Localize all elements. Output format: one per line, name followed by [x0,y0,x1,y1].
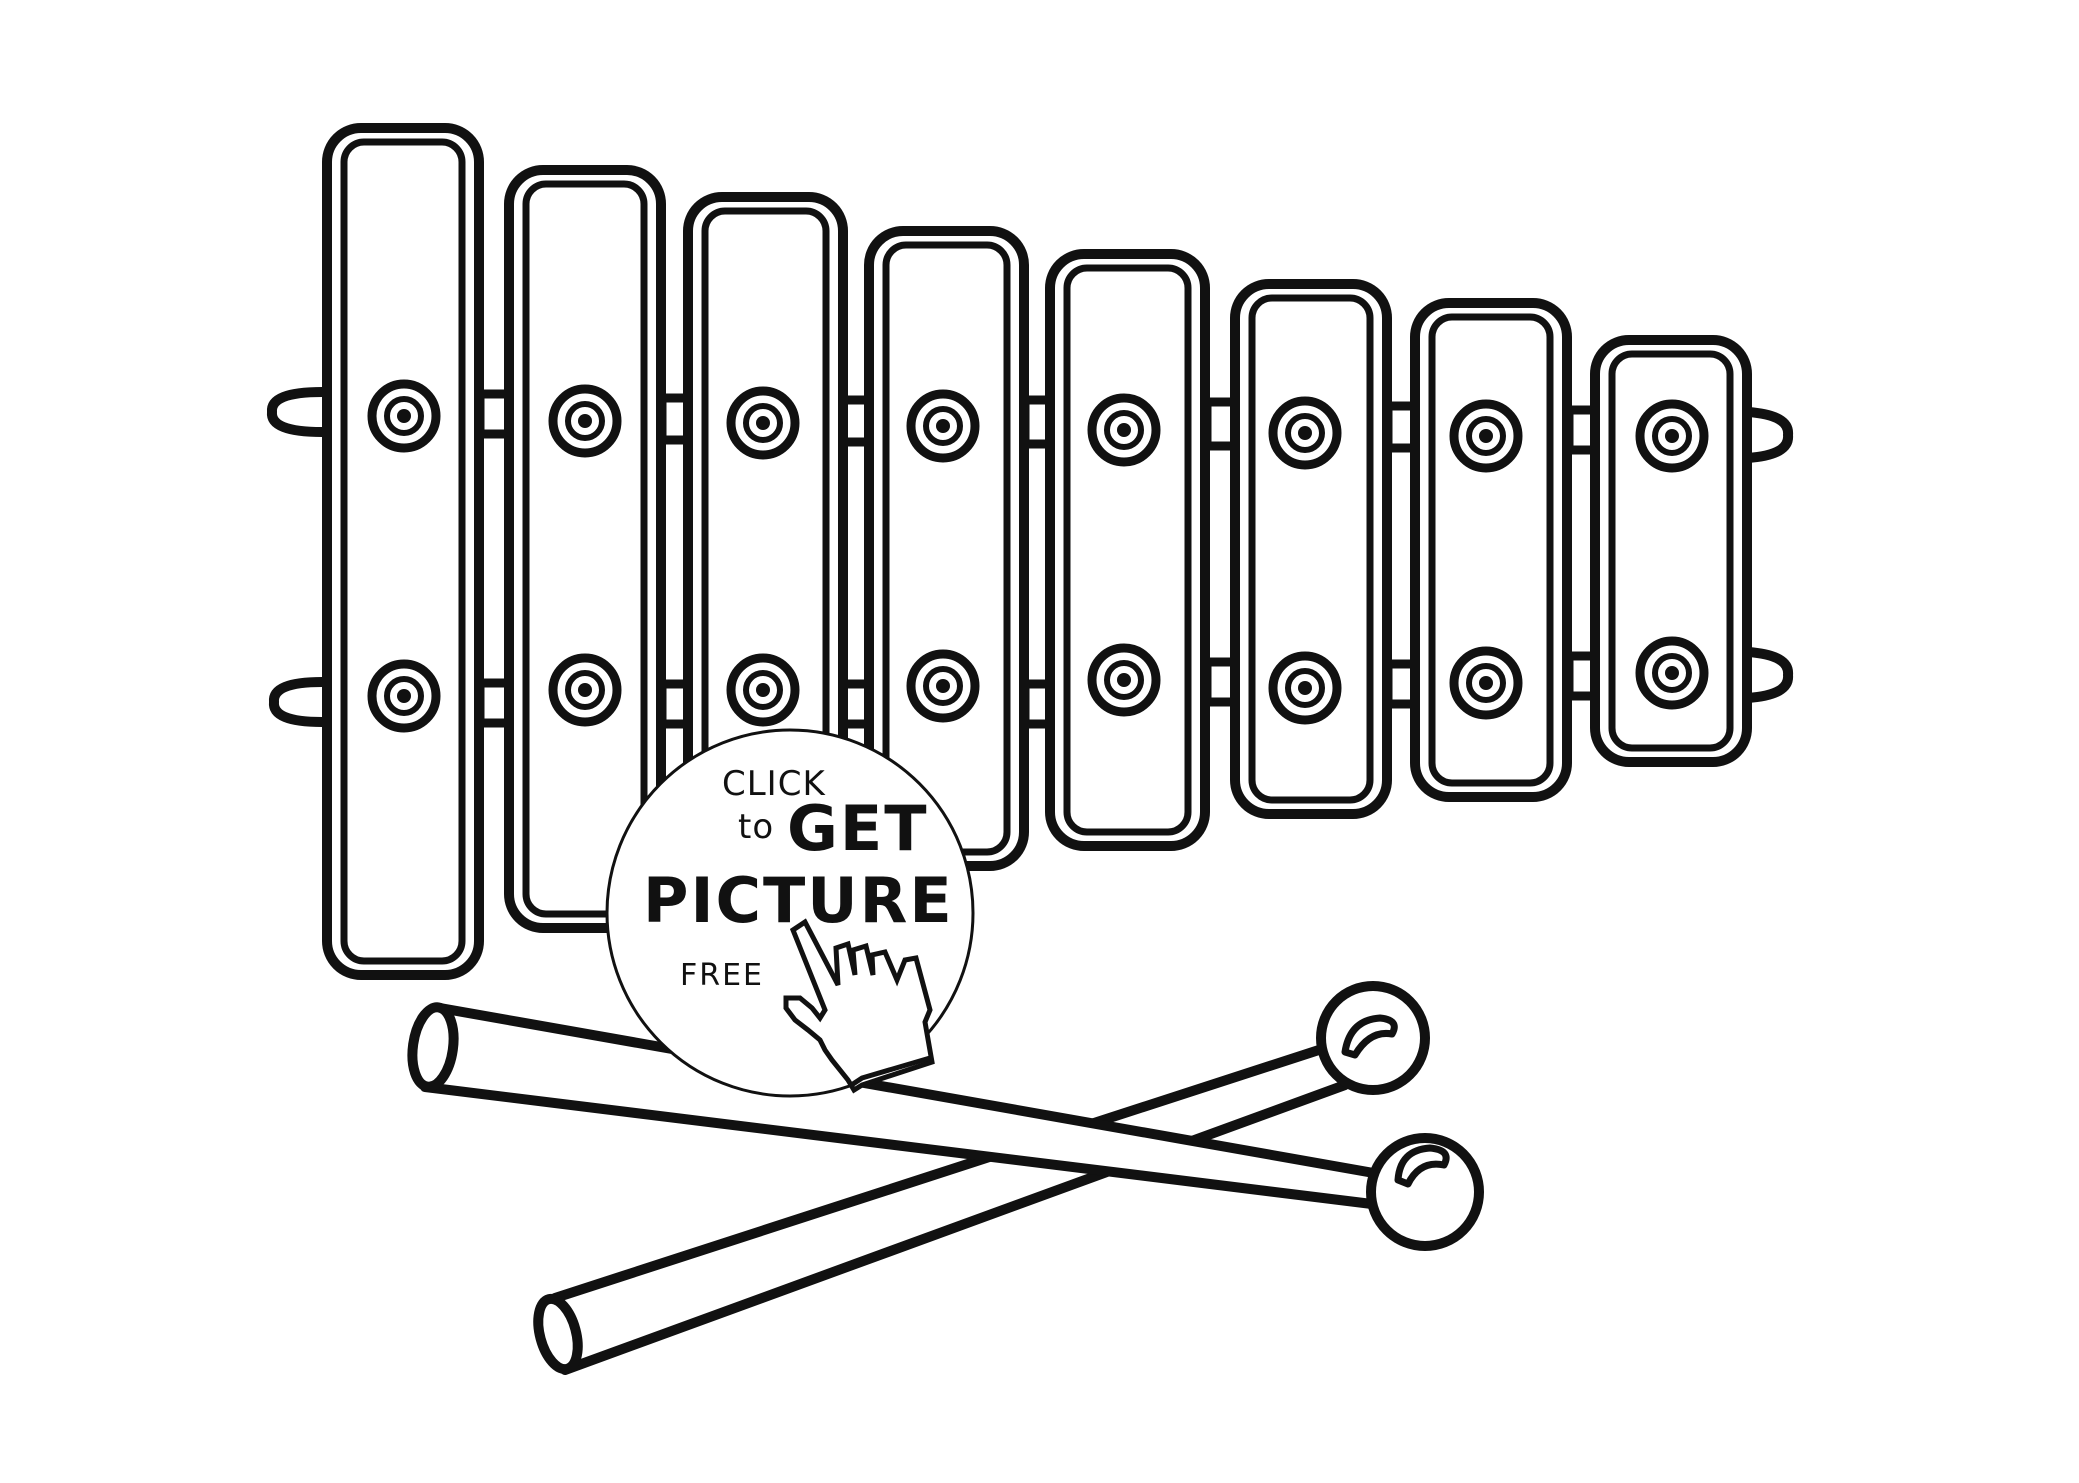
xylophone-bar-1 [322,123,484,980]
xylophone-bar-6 [1230,279,1392,819]
cta-free-text: FREE [680,958,764,993]
left-rail-loops [267,387,323,727]
cta-to-text: to [738,807,774,847]
cta-get-text: GET [787,792,929,865]
right-rail-loops [1747,407,1793,703]
pointer-hand-icon [783,918,935,1094]
xylophone-bar-2 [504,165,666,933]
click-to-get-picture-badge[interactable]: CLICK to GET PICTURE FREE [605,728,975,1098]
mallet-icon-front [407,1002,1484,1251]
xylophone-bar-7 [1410,298,1572,802]
bar-rivet-icons [367,379,1709,733]
xylophone-bar-5 [1045,249,1210,851]
xylophone-bars [322,123,1752,980]
cta-click-text: CLICK [722,764,826,804]
